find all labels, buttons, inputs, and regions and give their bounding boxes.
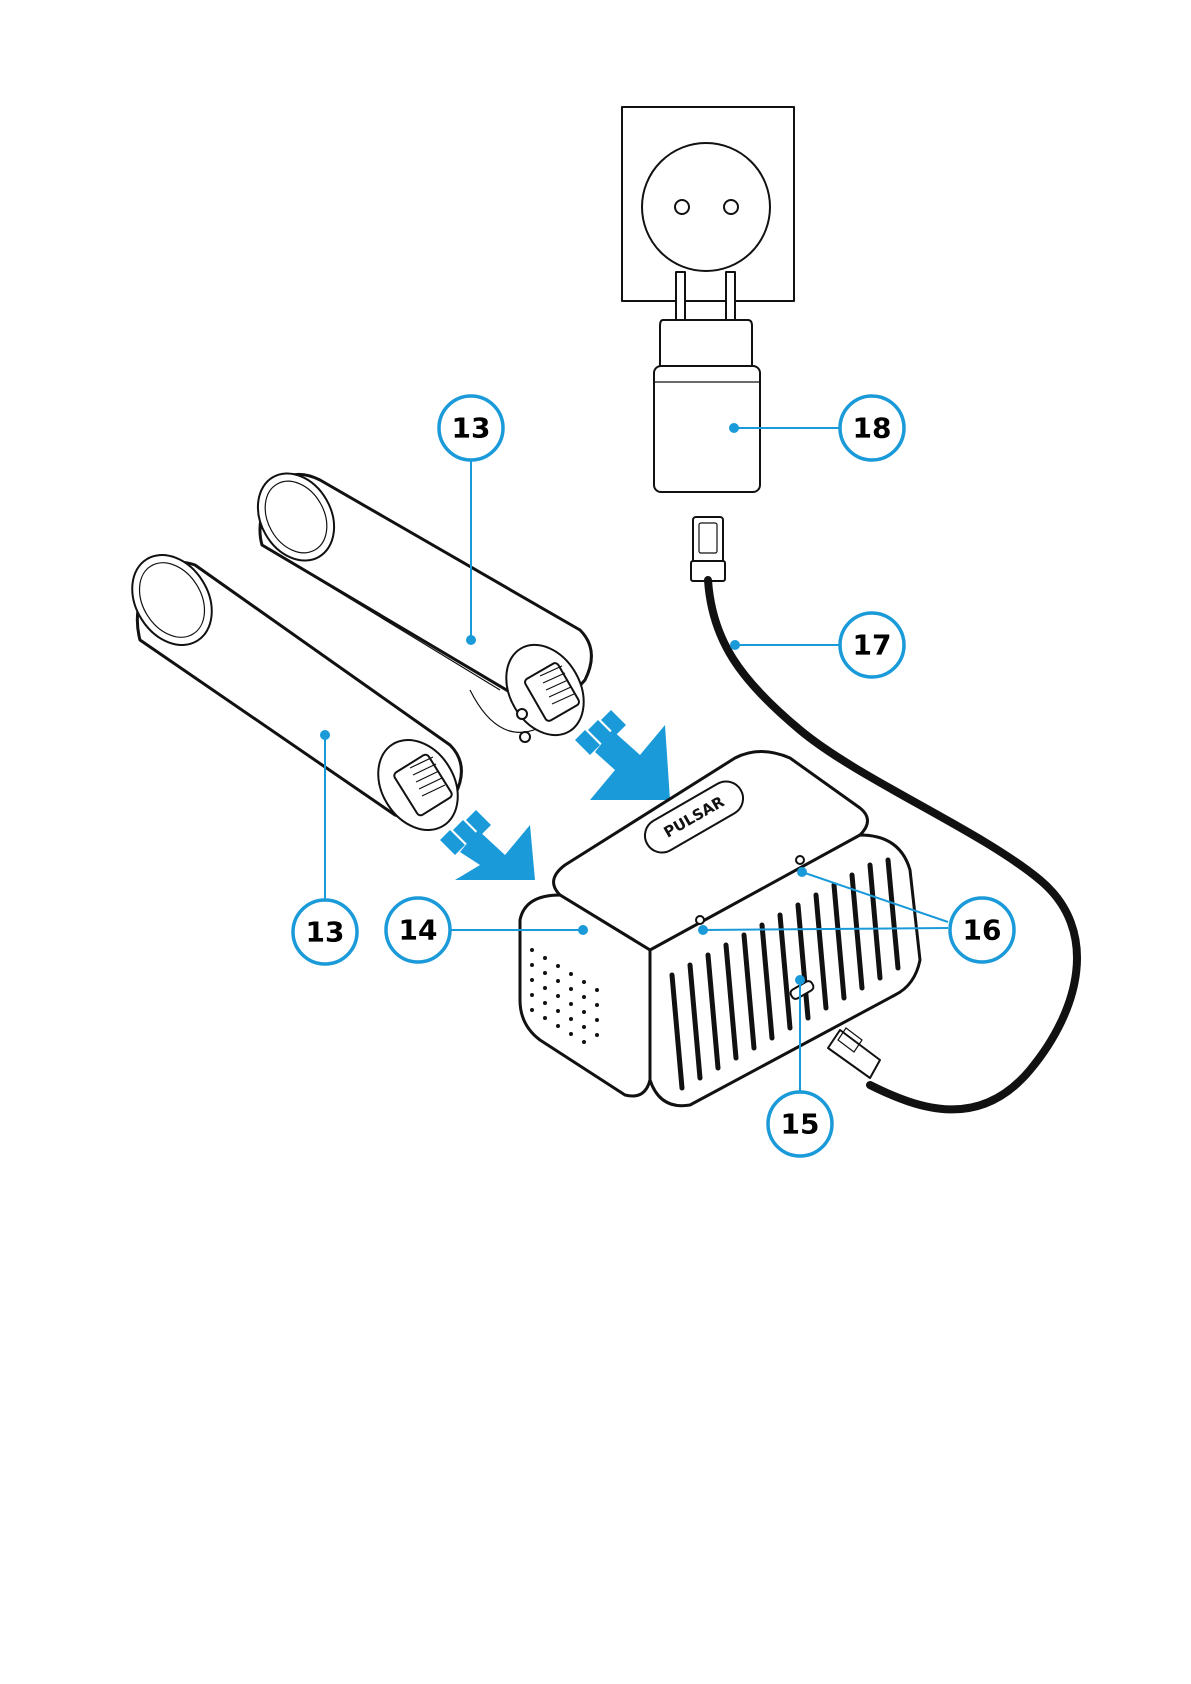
callout-14: 14	[386, 898, 450, 962]
callout-13-top: 13	[439, 396, 503, 460]
callout-17: 17	[840, 613, 904, 677]
svg-text:13: 13	[452, 412, 491, 445]
svg-text:14: 14	[399, 914, 438, 947]
callout-16: 16	[950, 898, 1014, 962]
usb-plug-charger	[828, 1028, 880, 1078]
callout-15: 15	[768, 1092, 832, 1156]
wall-socket	[622, 107, 794, 301]
insert-arrow-left	[440, 810, 535, 880]
svg-text:18: 18	[853, 412, 892, 445]
insert-arrow-top	[575, 710, 670, 800]
svg-text:15: 15	[781, 1108, 820, 1141]
power-adapter	[654, 272, 760, 581]
svg-text:17: 17	[853, 629, 892, 662]
callout-18: 18	[840, 396, 904, 460]
svg-text:13: 13	[306, 916, 345, 949]
svg-text:16: 16	[963, 914, 1002, 947]
callout-13-left: 13	[293, 900, 357, 964]
